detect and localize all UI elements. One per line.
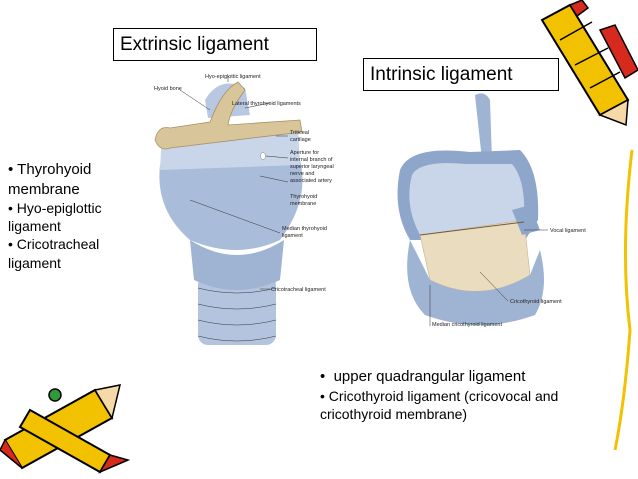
triticeal-label-2: cartilage [290,137,311,143]
list-item-text: Cricotracheal ligament [8,236,99,270]
list-item: • Hyo-epiglottic ligament [8,199,143,235]
list-item-text: Thyrohyoid membrane [8,161,91,198]
triticeal-label-1: Triticeal [290,130,309,136]
aperture-label-3: superior laryngeal [290,164,334,170]
aperture-label-2: internal branch of [290,157,333,163]
pencil-line-decoration [615,150,632,450]
thyrohyoid-label-2: membrane [290,201,316,207]
lateral-thyrohyoid-label: Lateral thyrohyoid ligaments [232,101,301,107]
list-item-text: Cricothyroid ligament (cricovocal and cr… [320,388,558,422]
cricotracheal-label: Cricotracheal ligament [271,287,326,293]
pencil-clipart-bottom-left [0,380,135,479]
thyrohyoid-label-1: Thyrohyoid [290,194,317,200]
larynx-extrinsic-figure: Hyo-epiglottic ligament Hyoid bone Later… [150,70,360,348]
median-cricothyroid-label: Median cricothyroid ligament [432,322,502,328]
list-item-text: upper quadrangular ligament [334,368,526,385]
aperture-label-5: associated artery [290,178,332,184]
extrinsic-ligament-list: • Thyrohyoid membrane • Hyo-epiglottic l… [8,160,143,272]
extrinsic-ligament-title: Extrinsic ligament [113,28,317,61]
list-item: • Cricotracheal ligament [8,235,143,271]
hyoid-bone-label: Hyoid bone [154,86,182,92]
pencil-clipart-top-right [530,0,638,479]
hyo-epiglottic-label: Hyo-epiglottic ligament [205,74,261,80]
median-thyrohyoid-label-1: Median thyrohyoid [282,226,327,232]
median-thyrohyoid-label-2: ligament [282,233,303,239]
aperture-label-4: nerve and [290,171,314,177]
list-item: • Thyrohyoid membrane [8,160,143,199]
list-item-text: Hyo-epiglottic ligament [8,200,102,234]
pencil-icon [542,0,628,125]
aperture-mark [261,153,266,160]
aperture-label-1: Aperture for [290,150,319,156]
